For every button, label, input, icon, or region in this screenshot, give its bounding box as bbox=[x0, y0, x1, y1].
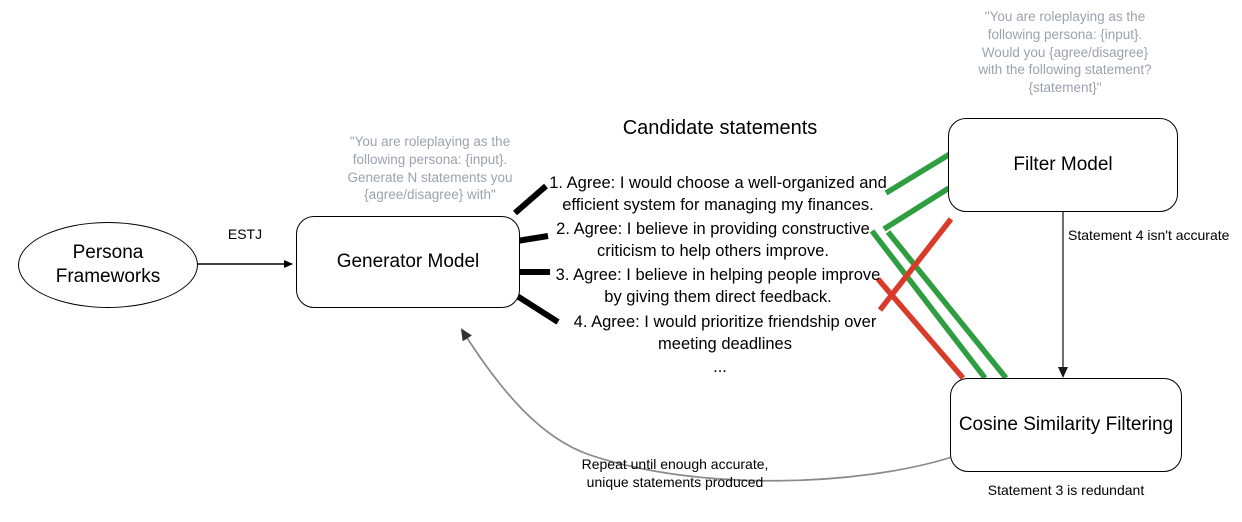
edge-label-repeat-loop: Repeat until enough accurate, unique sta… bbox=[581, 456, 769, 491]
node-cosine-similarity-filtering-label: Cosine Similarity Filtering bbox=[958, 414, 1174, 435]
edge-label-estj: ESTJ bbox=[227, 226, 263, 242]
filter-prompt-text: "You are roleplaying as the following pe… bbox=[978, 9, 1152, 96]
cosine-caption-statement-3-redundant: Statement 3 is redundant bbox=[987, 482, 1145, 498]
node-generator-model[interactable]: Generator Model bbox=[296, 216, 520, 308]
node-persona-frameworks-label: Persona Frameworks bbox=[56, 241, 161, 289]
node-filter-model[interactable]: Filter Model bbox=[948, 118, 1178, 212]
tick-statement-2 bbox=[516, 233, 549, 244]
line-accept-2-to-filter bbox=[882, 185, 951, 232]
edge-label-statement-4-inaccurate: Statement 4 isn't accurate bbox=[1068, 227, 1230, 243]
node-generator-model-label: Generator Model bbox=[336, 251, 480, 272]
candidate-statement-4: 4. Agree: I would prioritize friendship … bbox=[573, 313, 877, 354]
node-filter-model-label: Filter Model bbox=[1013, 154, 1113, 175]
line-reject-4-to-filter bbox=[877, 217, 954, 312]
node-persona-frameworks[interactable]: Persona Frameworks bbox=[18, 222, 198, 308]
generator-prompt-text: "You are roleplaying as the following pe… bbox=[347, 134, 513, 203]
line-accept-2-to-cosine bbox=[869, 229, 988, 380]
node-cosine-similarity-filtering[interactable]: Cosine Similarity Filtering bbox=[950, 378, 1182, 472]
candidate-statements-ellipsis: ... bbox=[713, 358, 727, 376]
candidate-statement-2: 2. Agree: I believe in providing constru… bbox=[556, 220, 870, 261]
line-accept-1-to-cosine bbox=[885, 230, 1009, 380]
line-reject-3-to-cosine bbox=[875, 277, 966, 380]
candidate-statement-3: 3. Agree: I believe in helping people im… bbox=[555, 266, 881, 307]
candidate-statements-title: Candidate statements bbox=[622, 117, 818, 139]
line-accept-1-to-filter bbox=[884, 151, 952, 196]
candidate-statement-1: 1. Agree: I would choose a well-organize… bbox=[549, 174, 887, 215]
persona-label-line-2: Frameworks bbox=[55, 266, 161, 287]
persona-label-line-1: Persona bbox=[72, 242, 144, 264]
